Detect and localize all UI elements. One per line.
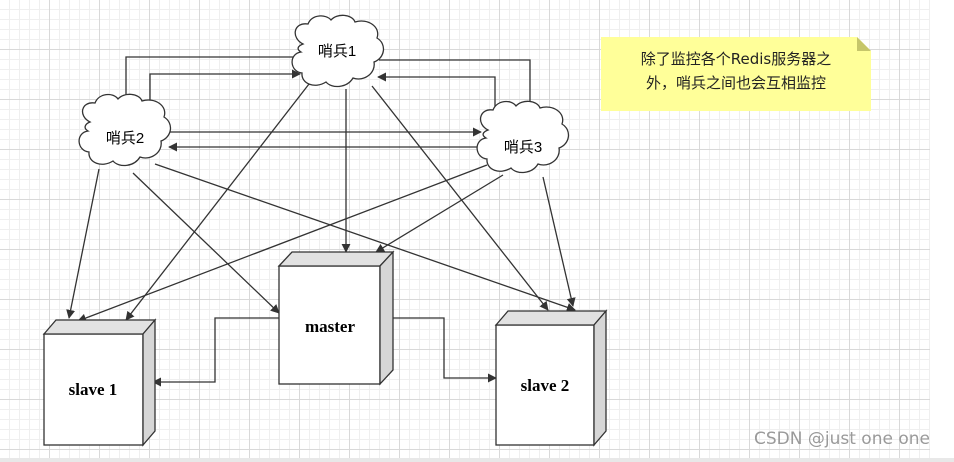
edge-s1-to-s2 [121, 56, 299, 105]
slave-1-box-front [43, 333, 144, 446]
edge-s2-to-slave2 [154, 163, 576, 312]
redis-sentinel-diagram: 哨兵1 哨兵2 哨兵3 master slave 1 slave 2 [42, 14, 608, 447]
master-box-front [278, 265, 381, 385]
sentinel-1-label: 哨兵1 [318, 43, 356, 60]
edge-s2-to-slave1 [66, 168, 100, 319]
edge-s2-to-master [132, 172, 280, 314]
slave-1-node: slave 1 [42, 318, 157, 447]
edge-s1-to-s3 [379, 59, 535, 113]
cloud-shape [291, 14, 385, 88]
edge-master-to-slave1 [152, 317, 279, 387]
cloud-shape [78, 93, 172, 167]
connector-group [66, 56, 576, 387]
edge-s1-to-slave2 [371, 85, 549, 311]
sentinel-2-node: 哨兵2 [78, 93, 172, 167]
watermark: CSDN @just one one [754, 429, 930, 449]
slave-2-box-front [495, 324, 595, 446]
edge-s3-to-slave1 [77, 164, 488, 323]
slave-2-box-top [494, 310, 608, 326]
sticky-note-line-1: 除了监控各个Redis服务器之 [640, 50, 832, 68]
edge-master-to-slave2 [392, 317, 497, 383]
sticky-note-line-2: 外，哨兵之间也会互相监控 [645, 74, 826, 92]
edge-s3-to-master [375, 174, 504, 253]
slave-1-label: slave 1 [69, 380, 118, 399]
master-node: master [277, 250, 395, 386]
master-label: master [305, 317, 355, 336]
edge-s1-to-slave1 [125, 83, 310, 321]
bottom-border [0, 458, 954, 462]
cloud-shape [476, 100, 570, 174]
edge-s2-to-s1 [149, 69, 301, 104]
slave-2-box-side [593, 309, 607, 447]
edge-s3-to-s1 [377, 72, 496, 114]
sentinel-2-label: 哨兵2 [106, 130, 144, 147]
slave-2-label: slave 2 [521, 376, 570, 395]
master-box-side [379, 250, 394, 386]
slave-1-box-side [142, 318, 156, 447]
sticky-note [601, 37, 871, 111]
sentinel-3-label: 哨兵3 [504, 139, 542, 156]
slave-2-node: slave 2 [494, 309, 608, 447]
sticky-note-text: 除了监控各个Redis服务器之 外，哨兵之间也会互相监控 [601, 47, 871, 95]
master-box-top [277, 251, 395, 267]
edge-s3-to-slave2 [542, 176, 576, 307]
slave-1-box-top [42, 319, 157, 335]
sentinel-3-node: 哨兵3 [476, 100, 570, 174]
sentinel-1-node: 哨兵1 [291, 14, 385, 88]
